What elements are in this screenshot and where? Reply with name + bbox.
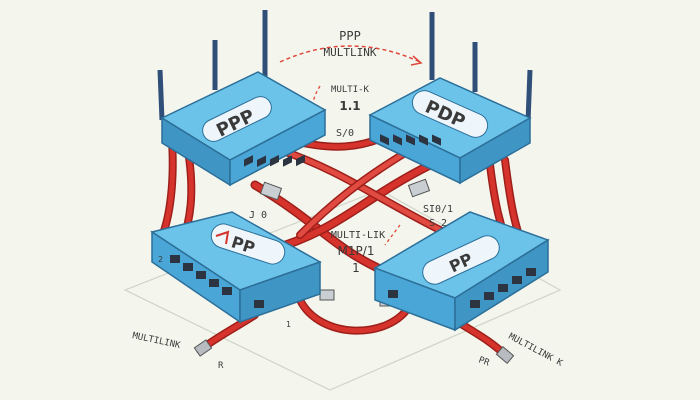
router-bottom-left: PP [150,211,322,324]
right-port-label-b: S 2 [429,218,447,229]
bottom-right-label: MULTILINK K [507,332,565,369]
ports [244,154,305,168]
router-top-left: PPP [157,10,327,187]
ports [380,134,441,146]
center-top-label: MULTI-K [331,85,370,95]
plug-icon [407,178,431,198]
ports [388,268,536,308]
title-line1: PPP [339,29,361,43]
bottom-left-r: R [218,361,224,371]
bottom-right-pr: PR [477,355,491,368]
mid-title-label: MULTI-LIK [331,230,385,241]
brand-plate [202,96,272,142]
side-number-2: 2 [158,255,163,264]
plug-icon [193,339,213,357]
ports [170,255,264,308]
title-line2: MULTLINK [324,46,377,59]
right-dashed-arrow [384,224,401,246]
left-port-label: J 0 [249,210,267,221]
brand-plate [422,235,500,285]
ground-plate [123,189,562,391]
antenna-icon [525,69,533,123]
brand-plate [210,223,286,265]
side-number-1: 1 [286,320,291,329]
plug-icon [495,345,515,365]
top-arrow-head-icon [410,55,423,66]
center-num-label: 1.1 [339,99,360,113]
brand-plate [411,90,489,138]
mid-addr-label: M1P/1 [338,244,375,258]
top-dashed-arrow [279,45,421,63]
plug-icon [319,289,335,301]
brand-flag-icon [215,230,230,245]
antenna-icon [157,69,165,121]
center-port-label: S/0 [336,128,354,139]
mid-num-label: 1 [352,261,360,275]
router-top-right: PDP [368,12,533,185]
bottom-left-label: MULTILINK [131,331,181,351]
plug-icon [259,181,283,201]
right-port-label-a: SI0/1 [423,204,453,215]
router-bottom-right: PP [373,211,550,332]
